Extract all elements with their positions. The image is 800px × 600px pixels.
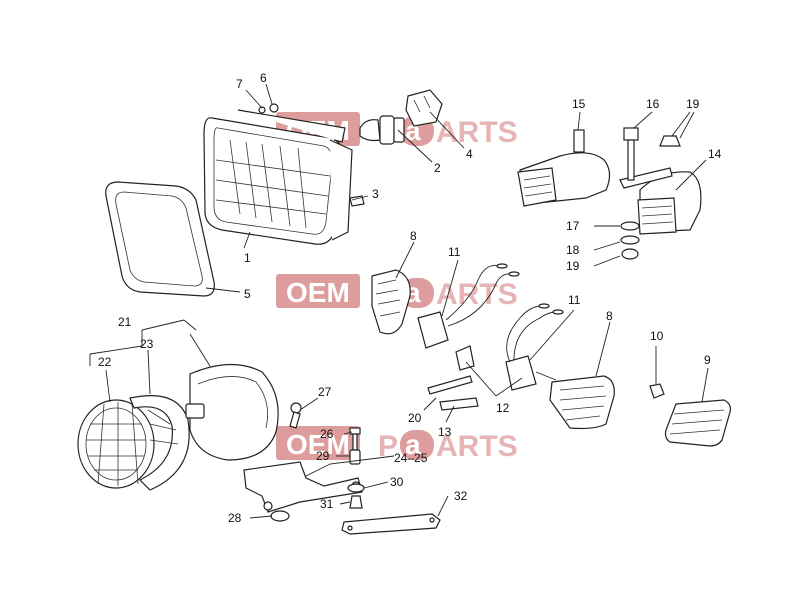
bolt-13	[427, 375, 479, 411]
round-headlight-rim	[129, 395, 190, 491]
callout-22: 22	[98, 355, 112, 369]
callout-19-top: 19	[686, 97, 700, 111]
watermark-a-text: a	[405, 429, 421, 460]
callout-23: 23	[140, 337, 154, 351]
screw-6	[269, 103, 279, 113]
screw-31	[349, 495, 363, 509]
callout-16: 16	[646, 97, 660, 111]
washers	[620, 221, 640, 260]
screw-7	[258, 106, 266, 114]
strap-32	[341, 513, 441, 535]
callout-1: 1	[244, 251, 251, 265]
horn-bolt-16	[623, 127, 639, 181]
watermark-oem-text: OEM	[286, 429, 350, 460]
callout-28: 28	[228, 511, 242, 525]
callout-30: 30	[390, 475, 404, 489]
callout-7: 7	[236, 77, 243, 91]
callout-6: 6	[260, 71, 267, 85]
callout-11-left: 11	[448, 245, 461, 259]
callout-10: 10	[650, 329, 664, 343]
screw-27	[289, 402, 302, 429]
bulb	[359, 115, 405, 145]
callout-8-left: 8	[410, 229, 417, 243]
callout-18: 18	[566, 243, 580, 257]
callout-29: 29	[316, 449, 330, 463]
callout-17: 17	[566, 219, 580, 233]
callout-24-25: 24–25	[394, 451, 428, 465]
screw-3	[349, 195, 365, 207]
turn-signal-right	[549, 375, 615, 430]
callout-labels: 1 2 3 4 5 6 7 8 8 9 10 11 11 12 13 14 15…	[98, 71, 722, 525]
nut-10	[649, 383, 665, 399]
turn-signal-left	[371, 269, 411, 335]
callout-20: 20	[408, 411, 422, 425]
gasket	[105, 181, 215, 297]
watermark-bottom: OEM P a ARTS	[276, 426, 518, 463]
headlight-unit	[203, 109, 353, 245]
signal-stalk-right	[505, 303, 564, 391]
callout-2: 2	[434, 161, 441, 175]
watermark-oem-text: OEM	[286, 277, 350, 308]
watermark-parts-text: ARTS	[436, 116, 518, 149]
callout-14: 14	[708, 147, 722, 161]
horn-right	[619, 167, 702, 235]
callout-5: 5	[244, 287, 251, 301]
watermark-p-text: P	[378, 430, 398, 463]
callout-15: 15	[572, 97, 586, 111]
callout-13: 13	[438, 425, 452, 439]
horn-nut-19	[659, 135, 681, 147]
callout-4: 4	[466, 147, 473, 161]
callout-8-right: 8	[606, 309, 613, 323]
callout-3: 3	[372, 187, 379, 201]
washer-30	[347, 483, 365, 493]
callout-9: 9	[704, 353, 711, 367]
callout-21: 21	[118, 315, 132, 329]
round-headlight-lens	[77, 399, 155, 489]
callout-26: 26	[320, 427, 334, 441]
callout-31: 31	[320, 497, 334, 511]
signal-stalk-left	[417, 263, 520, 371]
horn-left	[517, 129, 611, 207]
callout-19-bottom: 19	[566, 259, 580, 273]
bulb-socket	[405, 89, 443, 127]
watermark-parts-text: ARTS	[436, 430, 518, 463]
nut-28	[270, 510, 290, 522]
spacer-29	[349, 449, 361, 465]
mount-bracket	[243, 461, 363, 513]
headlight-housing	[185, 363, 279, 461]
callout-27: 27	[318, 385, 332, 399]
callout-11-right: 11	[568, 293, 581, 307]
leader-lines	[89, 83, 709, 519]
reflector	[664, 399, 731, 447]
callout-12: 12	[496, 401, 510, 415]
callout-32: 32	[454, 489, 468, 503]
